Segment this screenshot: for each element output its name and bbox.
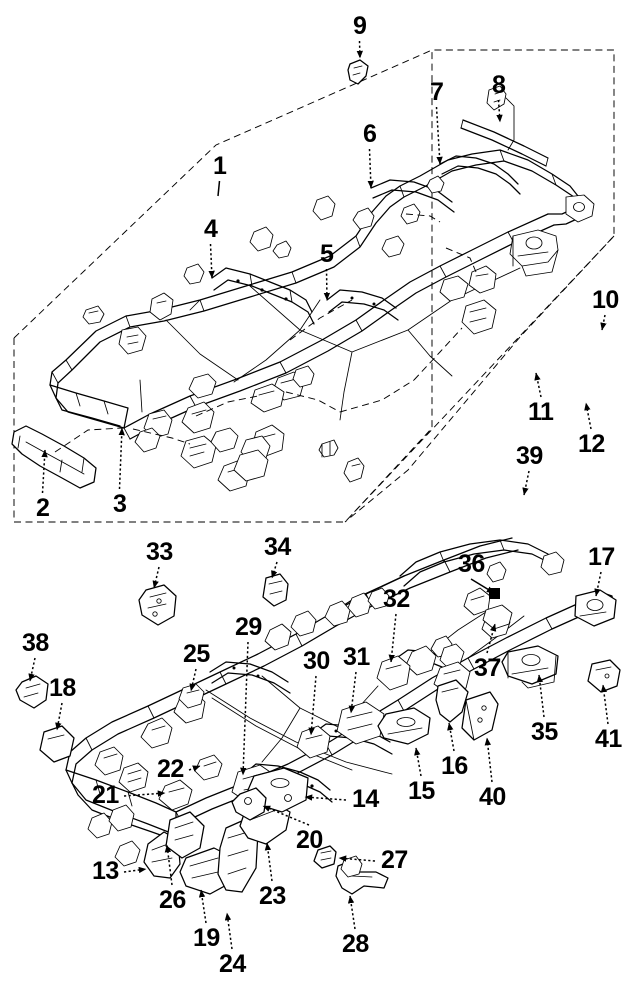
leader-10 [600,314,607,331]
leader-1 [217,180,221,197]
leader-4 [208,243,215,279]
leader-21 [123,790,166,797]
callout-25: 25 [183,640,210,668]
callout-39: 39 [516,442,543,470]
callout-34: 34 [264,533,291,561]
callout-37: 37 [474,654,501,682]
leader-8 [496,99,503,123]
callout-6: 6 [363,120,377,148]
leader-30 [308,675,317,736]
leader-15 [414,747,422,777]
leader-11 [534,372,542,398]
leader-20 [262,805,310,826]
callout-1: 1 [213,152,227,180]
callout-33: 33 [146,538,173,566]
callout-12: 12 [578,430,605,458]
callout-19: 19 [193,924,220,952]
leader-32 [388,613,397,663]
leader-41 [600,684,609,725]
callout-22: 22 [157,755,184,783]
callout-18: 18 [49,674,76,702]
leader-29 [240,641,249,776]
leader-12 [584,402,592,430]
callout-5: 5 [320,240,334,268]
callout-11: 11 [528,398,554,426]
callout-24: 24 [219,950,246,978]
upper-frame-assembly [11,59,595,492]
callout-10: 10 [592,286,619,314]
callout-23: 23 [259,882,286,910]
leader-22 [188,765,201,772]
callout-4: 4 [204,215,218,243]
leader-33 [152,566,160,589]
callout-36: 36 [458,550,485,578]
callout-2: 2 [36,494,50,522]
upper-view-boundary [13,49,615,523]
leader-13 [123,866,147,874]
leader-23 [264,842,273,882]
callout-32: 32 [383,585,410,613]
callout-27: 27 [381,846,408,874]
callout-15: 15 [408,777,435,805]
leader-7 [435,106,443,165]
leader-16 [447,722,455,752]
callout-30: 30 [303,647,330,675]
callout-31: 31 [343,643,370,671]
leader-28 [347,895,356,930]
leader-17 [594,571,602,597]
leader-6 [367,148,374,189]
callout-14: 14 [352,785,379,813]
leader-34 [271,561,278,579]
callout-3: 3 [113,490,127,518]
callout-26: 26 [159,886,186,914]
callout-35: 35 [531,718,558,746]
leader-14 [304,794,347,801]
leader-26 [164,844,173,886]
leader-5 [323,268,331,301]
leader-37 [486,623,497,654]
callout-13: 13 [92,857,119,885]
callout-28: 28 [342,930,369,958]
leader-39 [522,470,530,496]
leader-19 [198,889,207,924]
callout-9: 9 [353,12,367,40]
callout-40: 40 [479,783,506,811]
callout-20: 20 [296,826,323,854]
callout-21: 21 [92,781,119,809]
leader-3 [118,427,125,490]
leader-36 [470,578,495,594]
leader-27 [338,855,376,862]
leader-9 [356,40,363,59]
callout-16: 16 [441,752,468,780]
callout-17: 17 [588,543,615,571]
callout-41: 41 [595,725,622,753]
callout-8: 8 [492,71,506,99]
leader-25 [189,668,197,692]
callout-leaders [28,40,609,950]
callout-38: 38 [22,629,49,657]
leader-24 [224,912,233,950]
callout-29: 29 [235,613,262,641]
leader-40 [484,737,493,783]
leader-38 [28,657,36,682]
callout-7: 7 [430,78,444,106]
